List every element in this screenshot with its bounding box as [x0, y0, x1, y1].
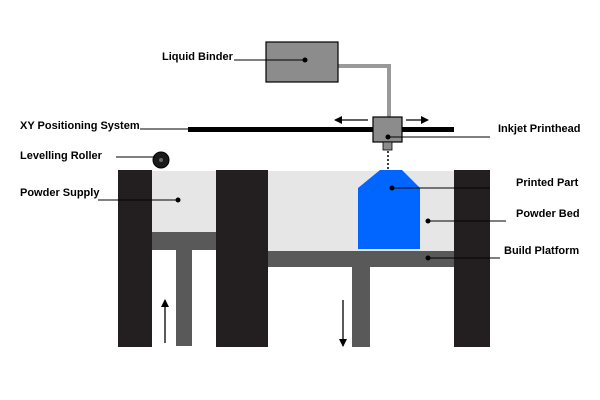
leader-lines	[98, 59, 506, 259]
middle-wall	[216, 170, 268, 347]
label-build-platform: Build Platform	[504, 245, 579, 257]
xy-rail	[188, 127, 454, 132]
dot-printed-part	[389, 185, 395, 191]
label-powder-supply: Powder Supply	[20, 187, 100, 199]
dot-liquid-binder	[302, 57, 308, 63]
supply-piston-plate	[152, 232, 216, 250]
dot-build-platform	[425, 255, 431, 261]
liquid-binder-tank	[265, 41, 339, 83]
dot-inkjet-printhead	[385, 134, 391, 140]
supply-piston-rod	[176, 250, 192, 346]
powder-supply-bed	[152, 171, 216, 232]
roller-hub	[159, 158, 163, 162]
printhead-nozzle	[382, 141, 393, 151]
label-inkjet-printhead: Inkjet Printhead	[498, 123, 581, 135]
build-platform-plate	[268, 251, 454, 267]
label-printed-part: Printed Part	[516, 177, 579, 189]
binder-tube	[338, 64, 391, 117]
dot-powder-bed	[425, 218, 431, 224]
left-wall	[118, 170, 152, 347]
dot-powder-supply	[175, 197, 181, 203]
label-levelling-roller: Levelling Roller	[20, 150, 103, 162]
build-piston-rod	[352, 267, 370, 347]
label-xy-positioning: XY Positioning System	[20, 120, 140, 132]
leader-dots	[175, 57, 431, 261]
label-powder-bed: Powder Bed	[516, 208, 580, 220]
printed-part	[358, 170, 420, 249]
label-liquid-binder: Liquid Binder	[162, 51, 234, 63]
